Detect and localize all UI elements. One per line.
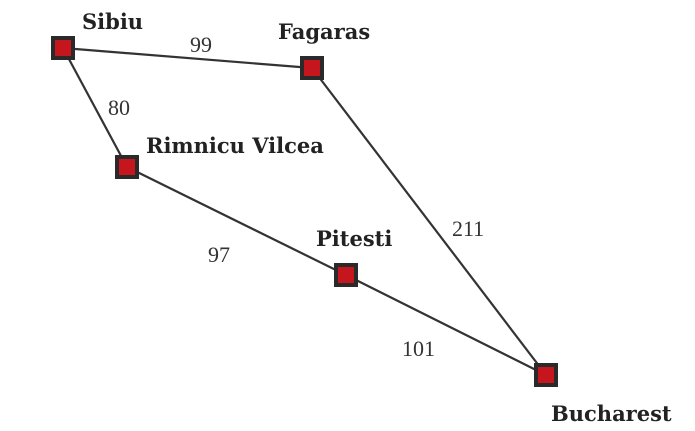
edge-pitesti-bucharest bbox=[345, 274, 547, 376]
node-label-rimnicu-vilcea: Rimnicu Vilcea bbox=[146, 133, 324, 158]
node-marker-fill bbox=[55, 40, 71, 56]
edge-cost-rimnicu-vilcea-pitesti: 97 bbox=[208, 242, 230, 267]
edge-cost-sibiu-rimnicu-vilcea: 80 bbox=[108, 95, 130, 120]
node-pitesti[interactable] bbox=[334, 263, 358, 287]
node-fagaras[interactable] bbox=[300, 56, 324, 80]
node-rimnicu-vilcea[interactable] bbox=[115, 155, 139, 179]
edge-sibiu-fagaras bbox=[62, 46, 313, 70]
node-label-fagaras: Fagaras bbox=[278, 19, 370, 44]
node-label-bucharest: Bucharest bbox=[551, 401, 672, 426]
node-labels: Sibiu Fagaras Rimnicu Vilcea Pitesti Buc… bbox=[82, 9, 672, 426]
node-marker-fill bbox=[304, 60, 320, 76]
edge-cost-sibiu-fagaras: 99 bbox=[190, 32, 212, 57]
edge-sibiu-rimnicu-vilcea bbox=[62, 47, 128, 168]
node-sibiu[interactable] bbox=[51, 36, 75, 60]
edge-cost-fagaras-bucharest: 211 bbox=[452, 216, 484, 241]
node-label-sibiu: Sibiu bbox=[82, 9, 143, 34]
edge-cost-pitesti-bucharest: 101 bbox=[402, 336, 435, 361]
node-marker-fill bbox=[538, 367, 554, 383]
nodes bbox=[51, 36, 558, 387]
edge-fagaras-bucharest bbox=[311, 67, 547, 376]
node-marker-fill bbox=[338, 267, 354, 283]
edge-rimnicu-vilcea-pitesti bbox=[126, 166, 347, 276]
node-marker-fill bbox=[119, 159, 135, 175]
edge-labels: 99 80 97 211 101 bbox=[108, 32, 484, 361]
node-label-pitesti: Pitesti bbox=[316, 226, 392, 251]
node-bucharest[interactable] bbox=[534, 363, 558, 387]
edges bbox=[62, 46, 547, 376]
